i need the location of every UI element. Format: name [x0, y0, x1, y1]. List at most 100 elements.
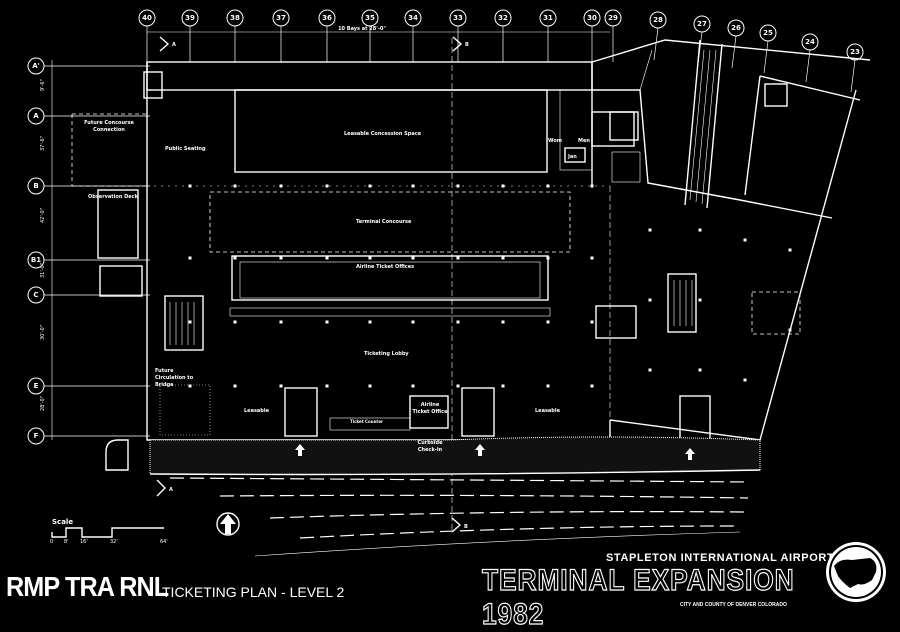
ticket-counter-bottom-label: Ticket Counter [350, 419, 384, 424]
entry-arrow-icon [295, 444, 695, 460]
svg-text:33: 33 [453, 14, 463, 22]
terminal-concourse-label: Terminal Concourse [356, 219, 412, 225]
section-mark-b-bottom: B [451, 517, 468, 533]
observation-deck-label: Observation Deck [88, 194, 138, 200]
grid-bubble-27: 27 [693, 15, 711, 65]
column-marker [325, 256, 329, 260]
column-marker [501, 256, 505, 260]
grid-bubble-25: 25 [759, 24, 777, 74]
svg-text:B: B [465, 42, 469, 48]
column-marker [590, 256, 594, 260]
column-marker [411, 320, 415, 324]
column-marker [368, 256, 372, 260]
column-marker [698, 228, 702, 232]
men-restroom-label: Men [578, 138, 590, 144]
svg-text:39: 39 [185, 14, 195, 22]
svg-text:25: 25 [763, 29, 773, 37]
leasable-concession-label: Leasable Concession Space [344, 131, 422, 137]
grid-bubble-row-A: A [27, 107, 150, 125]
column-marker [368, 320, 372, 324]
column-marker [325, 320, 329, 324]
north-arrow-icon [216, 512, 240, 536]
column-marker [188, 320, 192, 324]
column-marker [698, 368, 702, 372]
column-marker [590, 320, 594, 324]
column-marker [411, 256, 415, 260]
column-marker [411, 384, 415, 388]
svg-text:24: 24 [805, 38, 815, 46]
svg-text:27: 27 [697, 20, 707, 28]
column-marker [698, 298, 702, 302]
svg-text:B: B [464, 524, 468, 530]
project-title: TERMINAL EXPANSION 1982 [481, 563, 795, 631]
women-restroom-label: Wom [548, 138, 562, 144]
column-marker [648, 368, 652, 372]
svg-text:A: A [172, 42, 176, 48]
future-circulation-label: Future Circulation to Bridge [155, 368, 194, 388]
leasable-right-label: Leasable [535, 408, 560, 414]
section-mark-a-top: A [159, 36, 176, 52]
scale-label: Scale [52, 518, 74, 526]
svg-text:36: 36 [322, 14, 332, 22]
grid-bubble-29: 29 [604, 9, 622, 62]
curbside-checkin-label: Curbside Check-in [417, 440, 443, 453]
grid-bubble-26: 26 [727, 19, 745, 69]
ticket-counter-top-label: Ticket Counter [370, 309, 404, 314]
svg-text:29: 29 [608, 14, 618, 22]
column-marker [368, 184, 372, 188]
scale-tick-label: 0 [50, 539, 54, 545]
column-marker [501, 320, 505, 324]
column-marker [279, 320, 283, 324]
leasable-left-label: Leasable [244, 408, 269, 414]
column-marker [501, 184, 505, 188]
column-marker [648, 228, 652, 232]
column-marker [188, 384, 192, 388]
column-marker [648, 298, 652, 302]
grid-bubble-row-E: E [27, 377, 150, 395]
column-marker [325, 384, 329, 388]
roadway-lanes [169, 477, 751, 557]
column-marker [788, 328, 792, 332]
svg-text:37: 37 [276, 14, 286, 22]
svg-text:34: 34 [408, 14, 418, 22]
column-marker [456, 320, 460, 324]
grid-bubble-row-C: C [27, 286, 150, 304]
grid-bubble-24: 24 [801, 33, 819, 83]
city-label: CITY AND COUNTY OF DENVER COLORADO [680, 602, 787, 608]
svg-text:F: F [34, 432, 39, 440]
grid-bubble-23: 23 [846, 43, 864, 93]
column-marker [590, 184, 594, 188]
svg-text:A': A' [32, 62, 40, 70]
scale-bar [51, 527, 164, 538]
svg-text:30: 30 [587, 14, 597, 22]
section-mark-b-top: B [452, 36, 469, 52]
grid-bubble-row-A': A' [27, 57, 150, 75]
grid-bubble-row-F: F [27, 427, 150, 445]
svg-text:23: 23 [850, 48, 860, 56]
svg-text:A: A [169, 487, 173, 493]
project-client: STAPLETON INTERNATIONAL AIRPORT [606, 552, 835, 564]
bays-note: 10 Bays at 28'-0" [338, 26, 386, 32]
column-marker [743, 238, 747, 242]
scale-tick-label: 8' [64, 539, 69, 545]
column-marker [188, 184, 192, 188]
column-marker [233, 184, 237, 188]
ticketing-lobby-label: Ticketing Lobby [364, 351, 409, 357]
grid-bubble-28: 28 [649, 11, 667, 61]
svg-text:40: 40 [142, 14, 152, 22]
svg-text:A: A [33, 112, 39, 120]
scale-tick-label: 64' [160, 539, 168, 545]
column-marker [788, 248, 792, 252]
svg-text:C: C [33, 291, 38, 299]
column-marker [233, 256, 237, 260]
curbside-sidewalk [149, 436, 761, 476]
svg-text:35: 35 [365, 14, 375, 22]
firm-logo: RMP TRA RNL [6, 571, 169, 602]
scale-tick-label: 32' [110, 539, 118, 545]
column-marker [546, 384, 550, 388]
airline-ticket-office-label: Airline Ticket Office [412, 402, 448, 415]
column-marker [279, 184, 283, 188]
svg-text:28: 28 [653, 16, 663, 24]
